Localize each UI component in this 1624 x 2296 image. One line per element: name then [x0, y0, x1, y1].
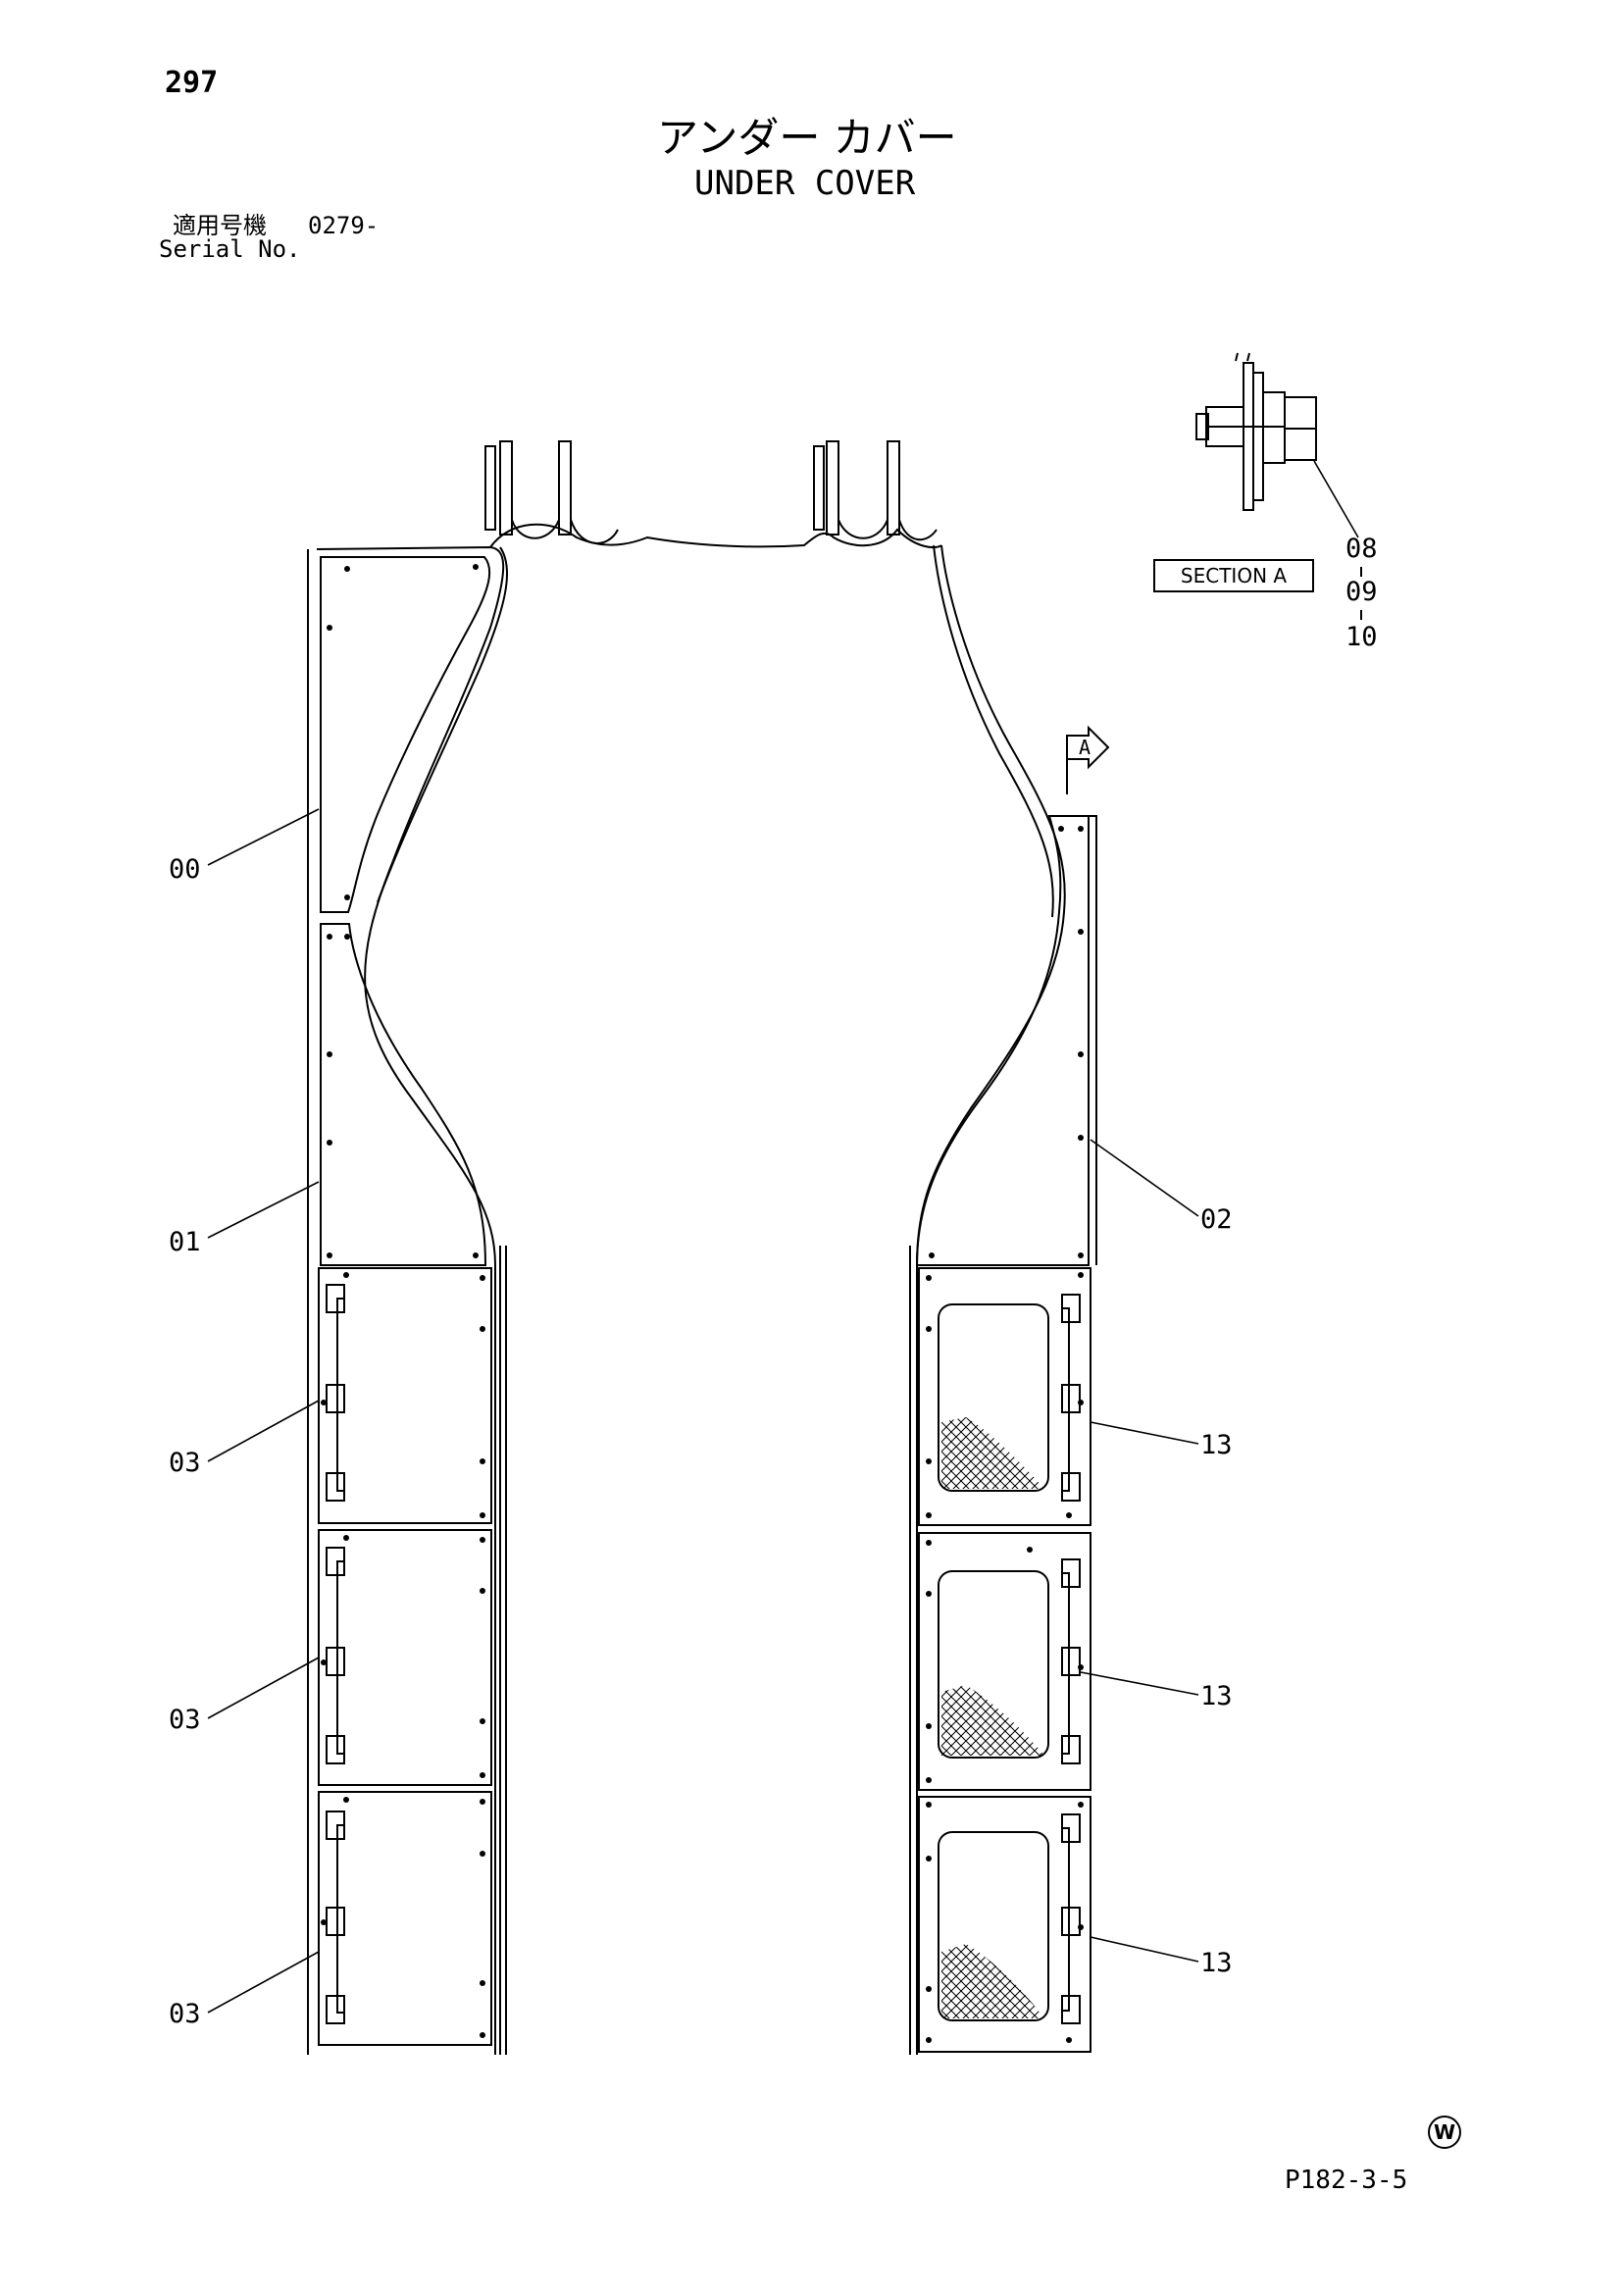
cover-13-3 — [918, 1796, 1091, 2053]
callout-08: 08 — [1345, 534, 1378, 564]
page-number: 297 — [165, 66, 219, 100]
top-bracket-right — [813, 440, 938, 541]
callout-13-middle: 13 — [1200, 1681, 1233, 1711]
cover-02 — [915, 815, 1090, 1266]
callout-02: 02 — [1200, 1204, 1233, 1235]
title-english: UNDER COVER — [694, 164, 916, 203]
w-circle-mark: W — [1428, 2116, 1461, 2149]
cover-03-3 — [318, 1791, 492, 2046]
cover-13-2 — [918, 1532, 1091, 1791]
view-a-marker — [1066, 725, 1110, 794]
serial-value: 0279- — [308, 212, 380, 239]
callout-01: 01 — [169, 1227, 201, 1257]
top-bracket-left — [484, 440, 619, 544]
cover-02-edge — [1089, 815, 1097, 1265]
callout-03-middle: 03 — [169, 1705, 201, 1735]
left-rail — [499, 1246, 507, 2055]
section-a-detail — [1195, 352, 1317, 511]
callout-13-lower: 13 — [1200, 1948, 1233, 1978]
frame-right-outline-2 — [933, 544, 1054, 918]
callout-13-upper: 13 — [1200, 1430, 1233, 1460]
frame-right-outline — [916, 544, 1066, 2055]
serial-label-japanese: 適用号機 — [173, 212, 267, 239]
cover-01 — [320, 923, 487, 1266]
drawing-code: P182-3-5 — [1285, 2166, 1408, 2195]
callout-03-upper: 03 — [169, 1448, 201, 1478]
callout-10: 10 — [1345, 622, 1378, 652]
serial-label-english: Serial No. — [159, 235, 301, 263]
callout-00: 00 — [169, 854, 201, 885]
cover-03-1 — [318, 1267, 492, 1524]
section-a-label: SECTION A — [1153, 559, 1314, 592]
cover-13-1 — [918, 1267, 1091, 1526]
callout-03-lower: 03 — [169, 1999, 201, 2029]
cover-00 — [320, 556, 491, 913]
frame-outline-inner — [377, 546, 509, 903]
frame-top-bridge — [489, 523, 942, 548]
callout-09: 09 — [1345, 577, 1378, 607]
view-marker-letter: A — [1079, 736, 1091, 759]
title-japanese: アンダー カバー — [657, 114, 957, 162]
